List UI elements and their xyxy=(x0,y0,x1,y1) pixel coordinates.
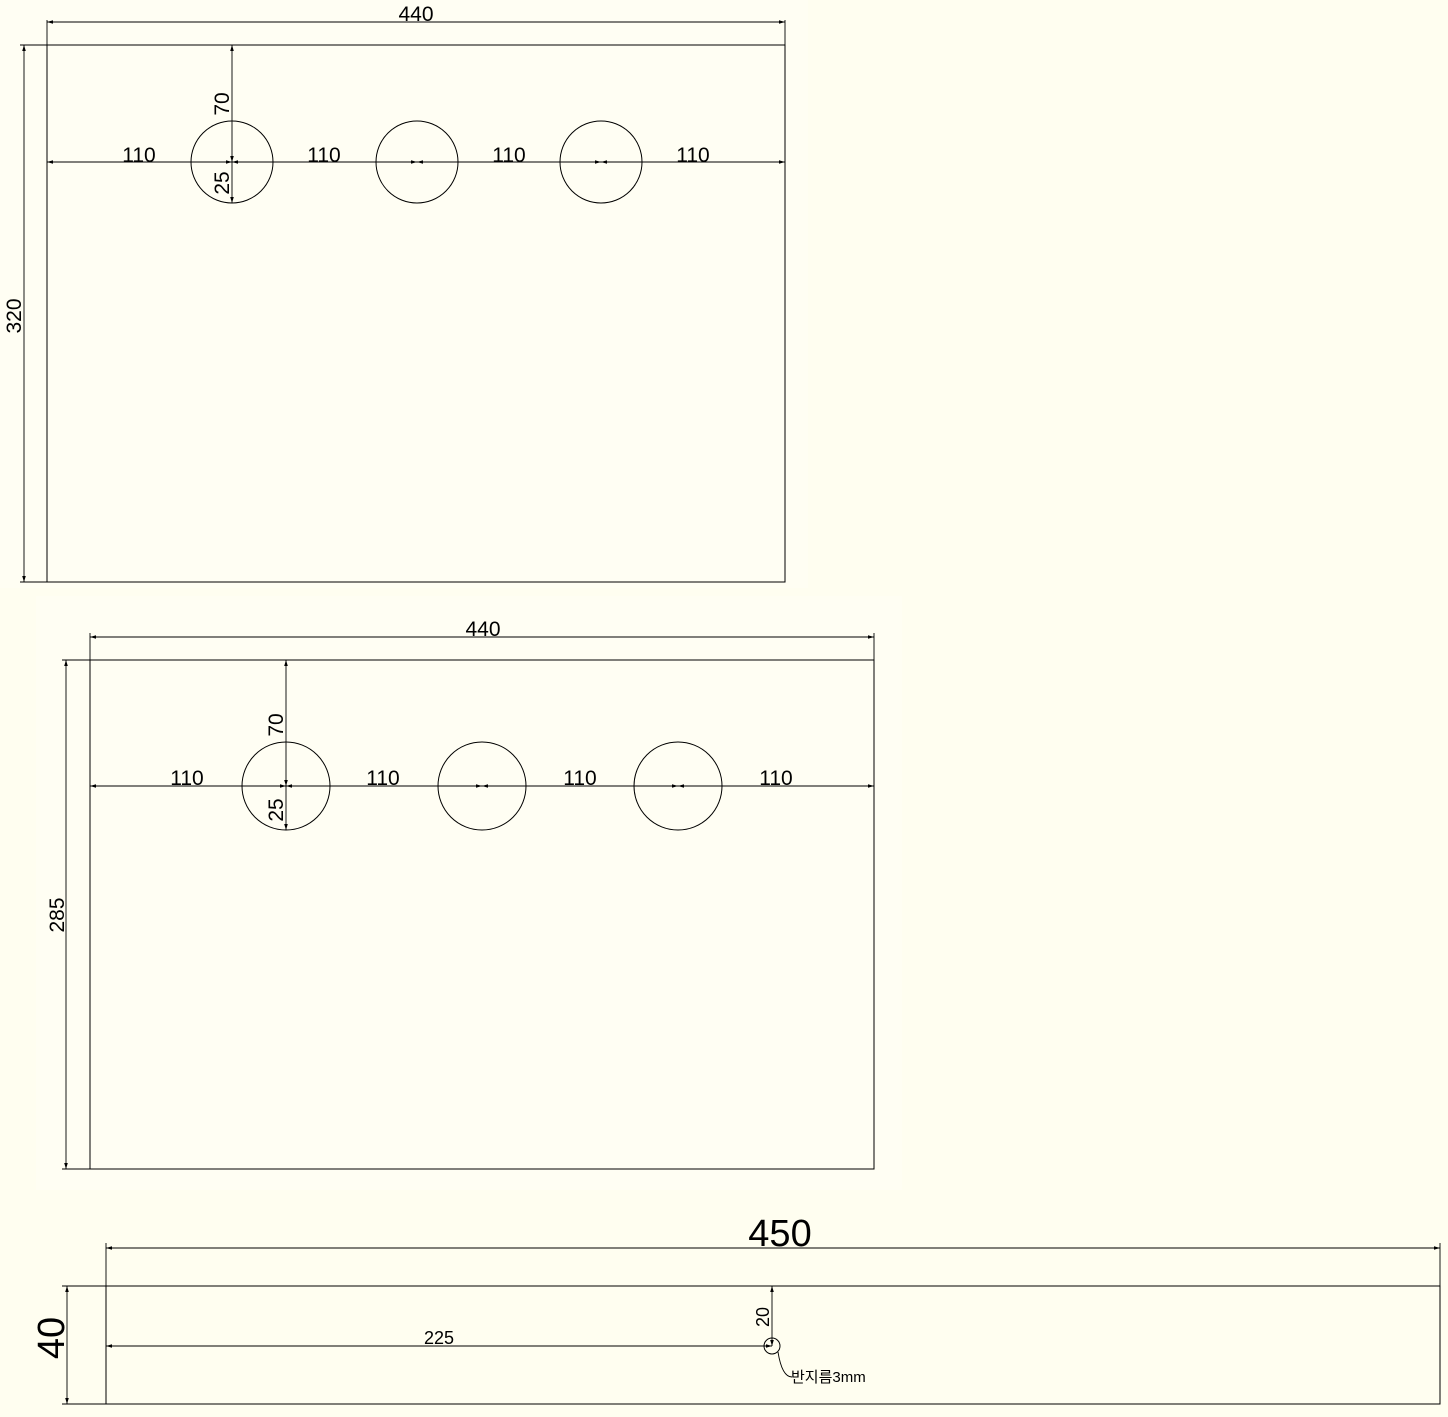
height-label-2: 285 xyxy=(46,897,69,932)
hole-circle xyxy=(375,120,459,204)
width-label-1: 440 xyxy=(398,3,433,26)
height-label-3: 40 xyxy=(31,1317,73,1359)
bar-outline xyxy=(105,1285,1441,1405)
drawing-3: 450 40 225 20 반지름3mm xyxy=(31,1213,1441,1405)
hole-circle xyxy=(559,120,643,204)
plate-outline-2 xyxy=(89,659,875,1170)
drawing-2: 440 285 110 110 110 110 70 25 xyxy=(46,618,875,1170)
pin-hole-circle xyxy=(763,1337,781,1355)
width-label-3: 450 xyxy=(748,1213,811,1255)
spacing-label: 110 xyxy=(492,144,525,167)
leader-line xyxy=(777,1351,793,1378)
radius-label-1: 25 xyxy=(211,171,234,194)
spacing-label: 110 xyxy=(170,767,203,790)
drawing-panel-2 xyxy=(36,596,902,1190)
drawing-panel-1 xyxy=(0,0,808,588)
spacing-label: 110 xyxy=(122,144,155,167)
hole-note: 반지름3mm xyxy=(791,1369,866,1386)
hole-depth-label: 20 xyxy=(753,1307,773,1327)
spacing-label: 110 xyxy=(759,767,792,790)
width-label-2: 440 xyxy=(465,618,500,641)
top-offset-label-1: 70 xyxy=(211,92,234,115)
spacing-label: 110 xyxy=(366,767,399,790)
top-offset-label-2: 70 xyxy=(265,713,288,736)
radius-label-2: 25 xyxy=(265,798,288,821)
drawing-1: 440 320 110 110 110 110 70 25 xyxy=(3,3,786,583)
hole-circle xyxy=(633,741,723,831)
hole-offset-label: 225 xyxy=(424,1328,454,1348)
hole-circle xyxy=(437,741,527,831)
spacing-label: 110 xyxy=(563,767,596,790)
spacing-label: 110 xyxy=(676,144,709,167)
spacing-label: 110 xyxy=(307,144,340,167)
height-label-1: 320 xyxy=(3,298,26,333)
plate-outline-1 xyxy=(46,44,786,583)
